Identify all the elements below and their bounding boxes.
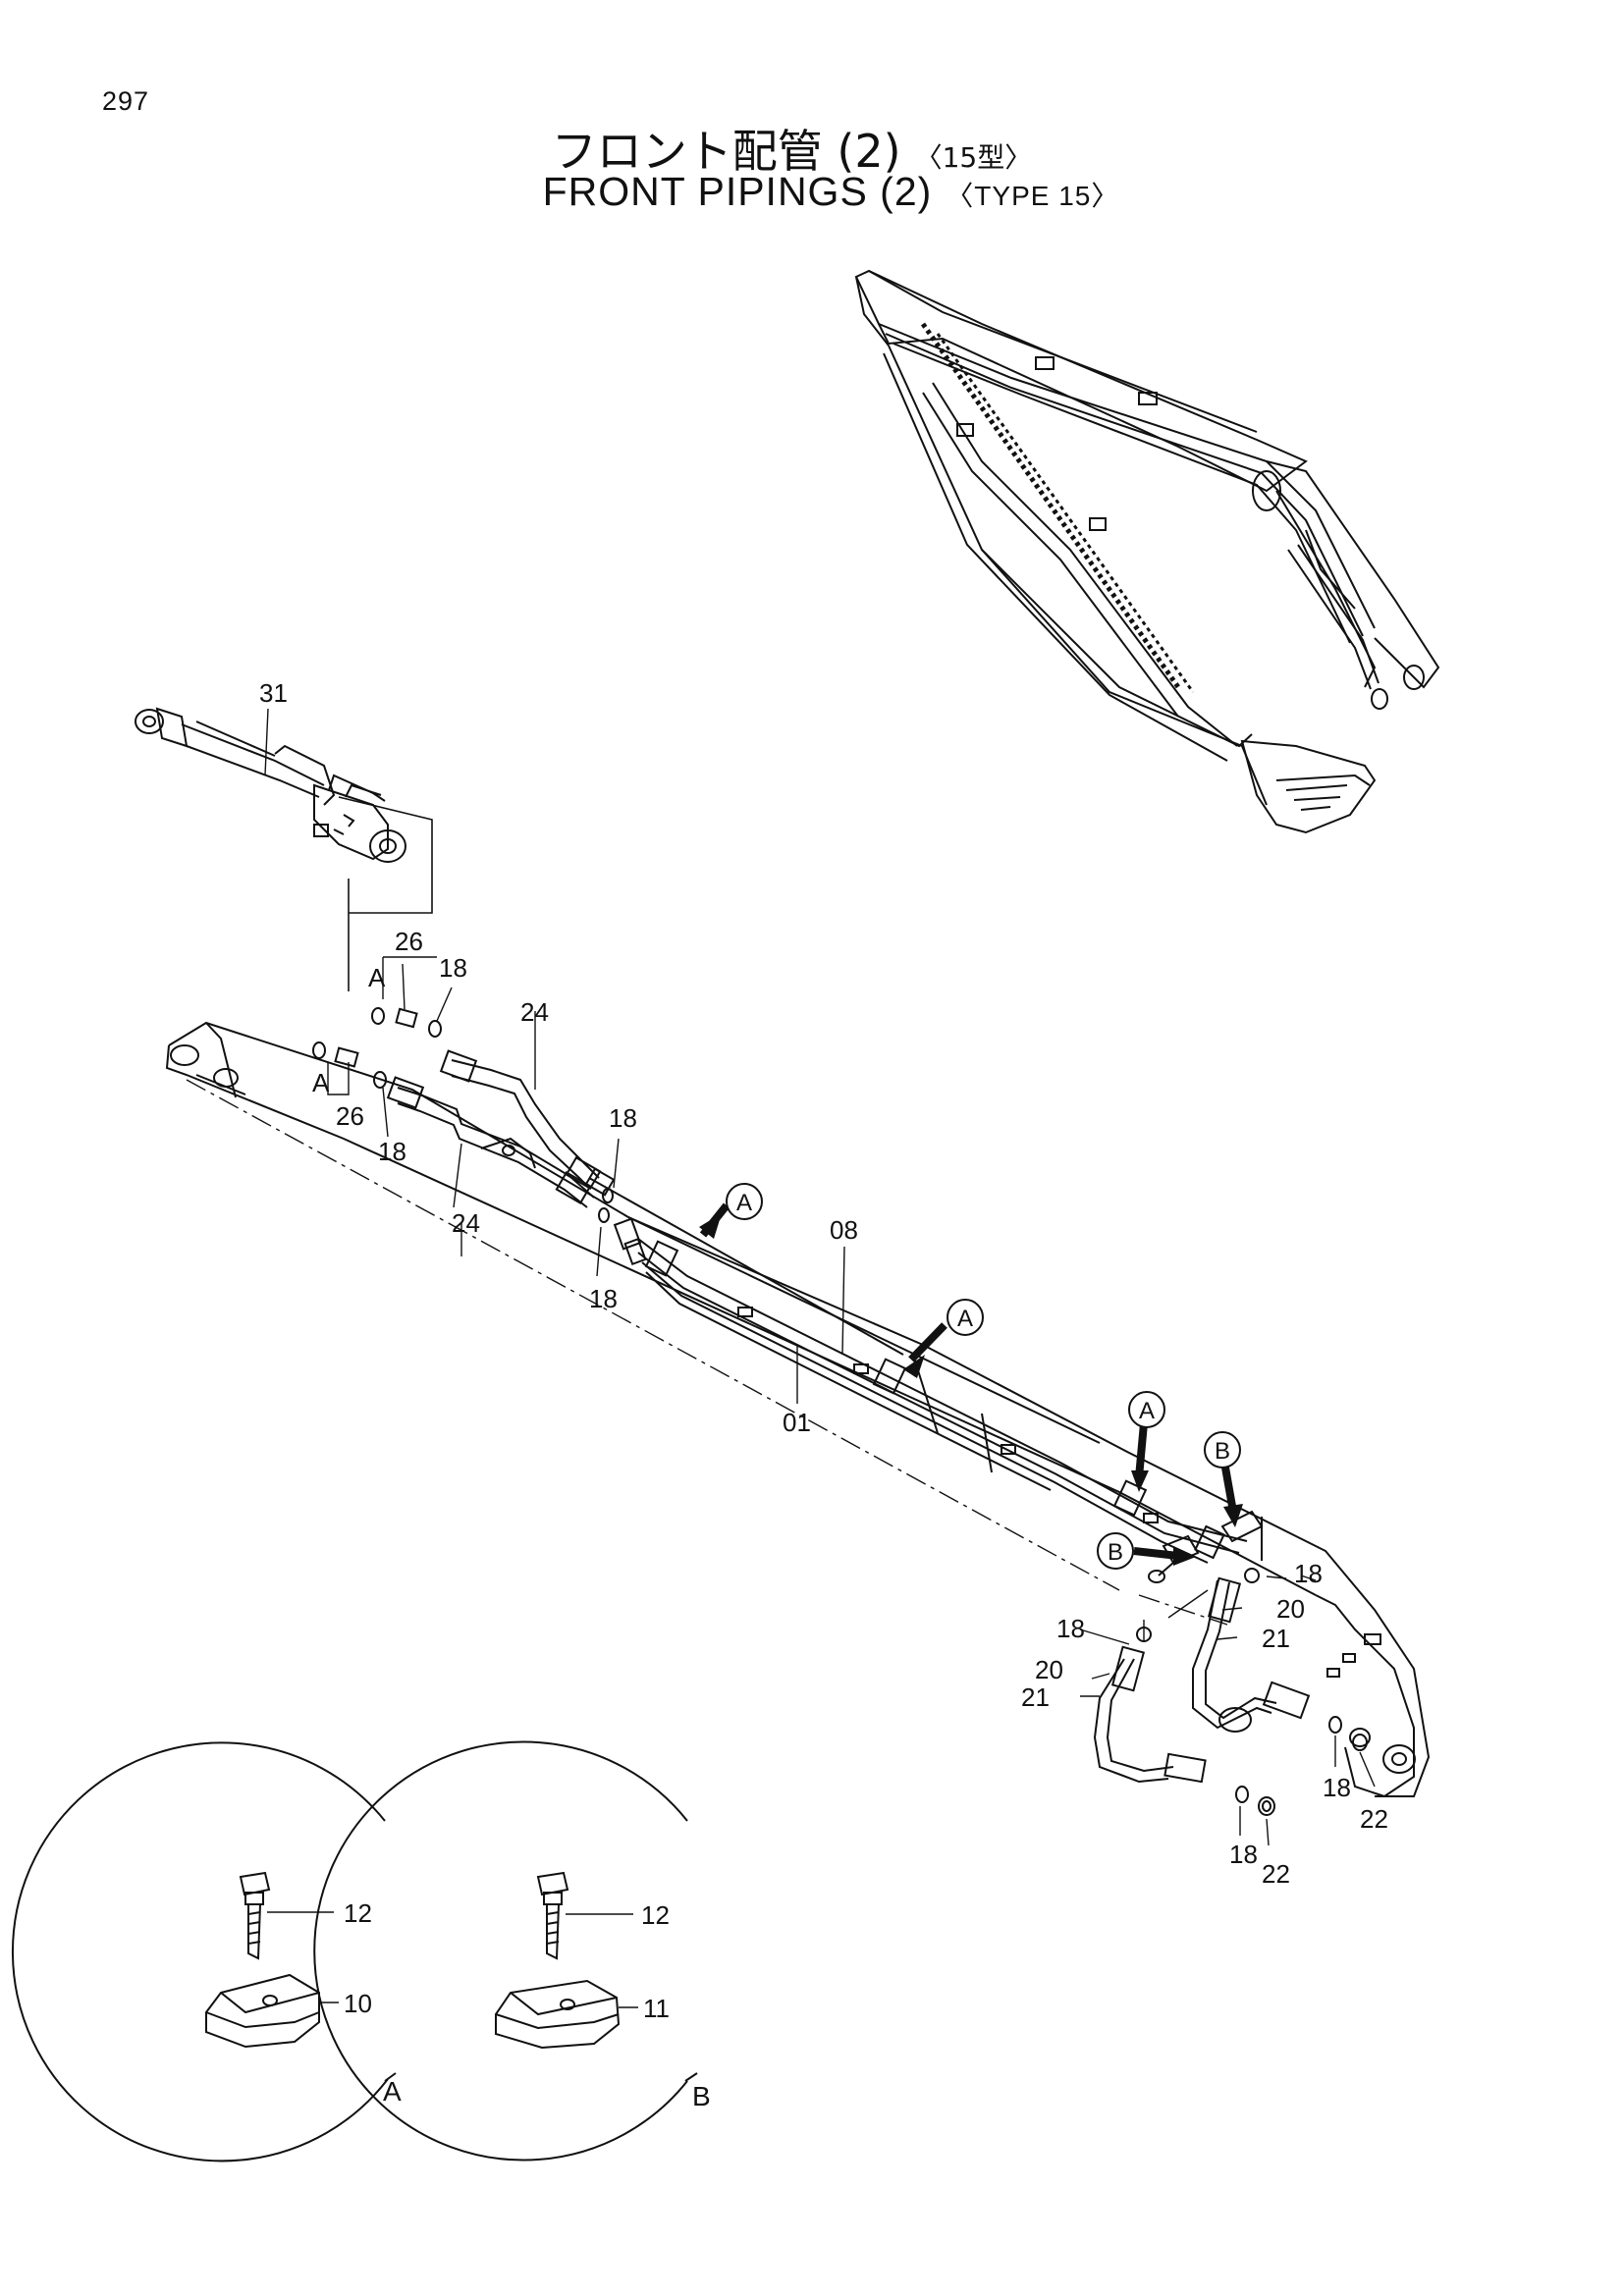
oring-marker-a-upper: A	[368, 963, 386, 992]
marker-b-1: B	[1204, 1431, 1243, 1527]
callout-21-right: 21	[1262, 1624, 1290, 1653]
boom-body	[165, 1021, 1431, 1798]
callout-22-washer: 22	[1262, 1859, 1290, 1889]
title-english-main: FRONT PIPINGS (2)	[542, 169, 933, 214]
page-number: 297	[102, 86, 150, 116]
callout-20-left: 20	[1035, 1655, 1063, 1684]
detail-b-label: B	[692, 2081, 711, 2111]
oring-marker-a-lower: A	[312, 1068, 330, 1097]
detail-a-label: A	[383, 2076, 402, 2107]
marker-b-2-label: B	[1108, 1539, 1123, 1566]
marker-a-2-label: A	[957, 1306, 973, 1332]
hoses-24	[386, 1049, 616, 1208]
callout-24-lower: 24	[452, 1208, 480, 1238]
detail-view-b: 12 11 B	[313, 1740, 711, 2162]
callout-12-b: 12	[641, 1900, 670, 1930]
callout-18-bottom: 18	[589, 1284, 618, 1313]
callout-24-upper: 24	[520, 997, 549, 1027]
clamp-markers: A A A B B	[699, 1183, 1243, 1570]
callout-22-end: 22	[1360, 1804, 1388, 1834]
callout-18-left-hose: 18	[1056, 1614, 1085, 1643]
callout-01: 01	[783, 1408, 811, 1437]
excavator-front-overview	[854, 269, 1440, 834]
adapters-and-orings	[312, 956, 620, 1277]
callout-08: 08	[830, 1215, 858, 1245]
callout-18-upper: 18	[439, 953, 467, 983]
pipes-08-01	[613, 1217, 1264, 1583]
callout-12-a: 12	[344, 1898, 372, 1928]
callout-18-mid: 18	[609, 1103, 637, 1133]
marker-a-1: A	[699, 1183, 763, 1239]
marker-b-2: B	[1097, 1532, 1196, 1570]
marker-b-1-label: B	[1215, 1438, 1230, 1465]
oring-markers: A A	[312, 963, 386, 1097]
hoses-20-21	[1079, 1568, 1376, 1846]
title-english-type: 〈TYPE 15〉	[946, 181, 1120, 211]
title-japanese: フロント配管 (2) 〈15型〉	[0, 116, 1623, 181]
title-japanese-type: 〈15型〉	[914, 141, 1033, 174]
part-callouts: 31 26 18 24 18 26 18 24 18 08 01 18 20 2…	[259, 678, 1388, 1889]
callout-26-lower: 26	[336, 1101, 364, 1131]
callout-18-washer: 18	[1229, 1840, 1258, 1869]
callout-10: 10	[344, 1989, 372, 2018]
callout-leaders	[264, 708, 1317, 1581]
callout-26-upper: 26	[395, 927, 423, 956]
callout-21-left: 21	[1021, 1682, 1050, 1712]
detail-view-a: 12 10 A	[11, 1741, 402, 2163]
marker-a-3-label: A	[1139, 1398, 1155, 1424]
callout-18-left: 18	[378, 1137, 406, 1166]
marker-a-1-label: A	[736, 1190, 752, 1216]
callout-18-right: 18	[1294, 1559, 1323, 1588]
title-english: FRONT PIPINGS (2) 〈TYPE 15〉	[0, 169, 1623, 215]
callout-31: 31	[259, 678, 288, 708]
bucket-cylinder	[135, 707, 433, 991]
marker-a-3: A	[1128, 1391, 1165, 1492]
callout-11: 11	[643, 1994, 670, 2023]
callout-18-end: 18	[1323, 1773, 1351, 1802]
title-japanese-main: フロント配管 (2)	[551, 125, 901, 178]
callout-20-right: 20	[1276, 1594, 1305, 1624]
marker-a-2: A	[903, 1299, 984, 1378]
